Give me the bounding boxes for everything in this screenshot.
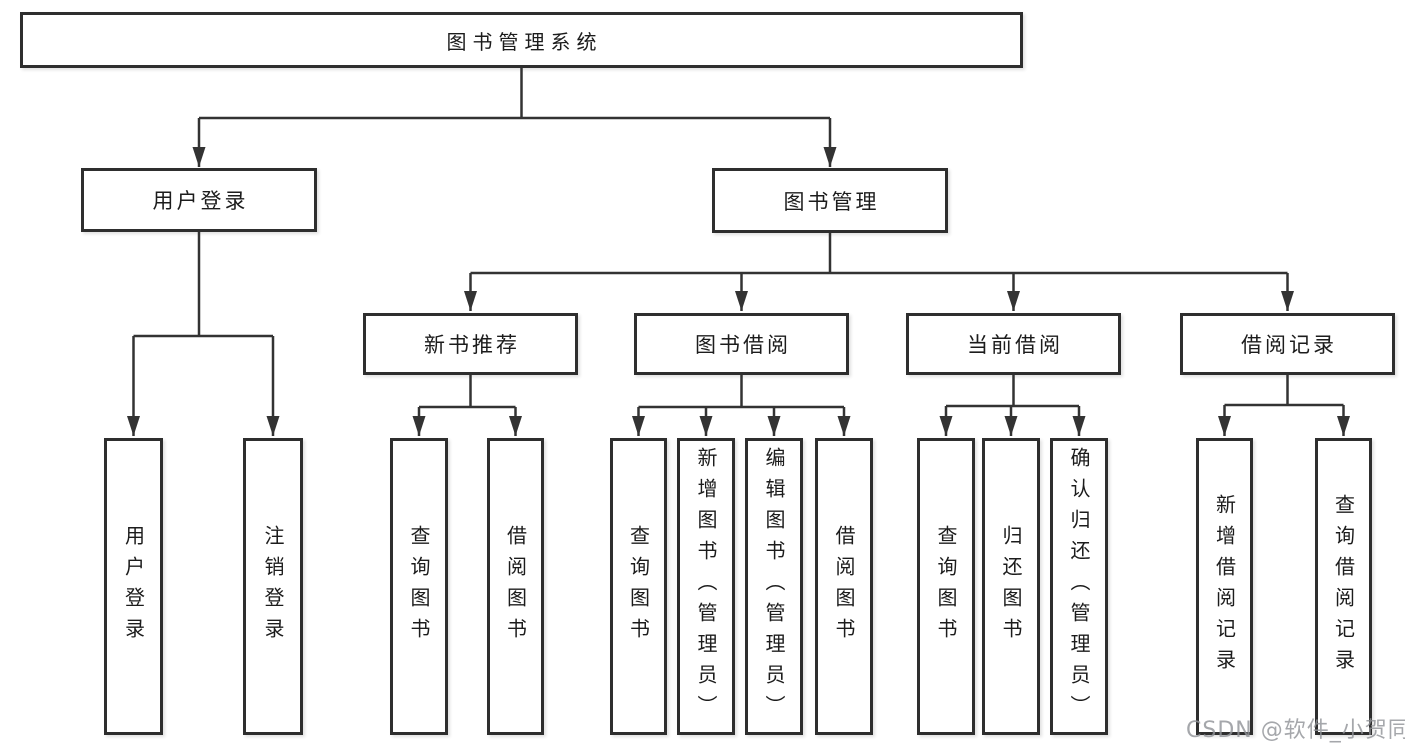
- connectors-root: [192, 68, 837, 167]
- node-label: 编辑图书（管理员）: [762, 447, 786, 726]
- node-label: 图书借阅: [695, 333, 791, 357]
- node-borrow-records: 借阅记录: [1180, 313, 1395, 375]
- leaf-logout: 注销登录: [243, 438, 303, 735]
- node-label: 查询图书: [407, 524, 431, 649]
- node-label: 归还图书: [999, 524, 1023, 649]
- leaf-add-borrow-record: 新增借阅记录: [1196, 438, 1253, 735]
- node-label: 借阅图书: [832, 524, 856, 649]
- node-label: 图书管理系统: [446, 29, 603, 54]
- node-user-login: 用户登录: [81, 168, 317, 232]
- connectors-new-book-recommend: [412, 375, 522, 436]
- node-label: 当前借阅: [967, 333, 1063, 357]
- node-new-book-recommend: 新书推荐: [363, 313, 578, 375]
- leaf-confirm-return-admin: 确认归还（管理员）: [1050, 438, 1108, 735]
- node-label: 图书管理: [783, 189, 880, 214]
- node-label: 用户登录: [152, 189, 249, 213]
- leaf-query-books-current: 查询图书: [917, 438, 975, 735]
- node-label: 新书推荐: [424, 333, 520, 357]
- node-label: 查询借阅记录: [1331, 493, 1356, 680]
- node-label: 借阅图书: [503, 524, 528, 649]
- leaf-user-login: 用户登录: [104, 438, 163, 735]
- node-label: 新增借阅记录: [1212, 493, 1237, 680]
- connectors-book-borrow: [632, 375, 851, 436]
- csdn-watermark: CSDN @软件_小贺同学: [1186, 718, 1405, 743]
- node-current-borrow: 当前借阅: [906, 313, 1121, 375]
- leaf-add-books-admin: 新增图书（管理员）: [677, 438, 735, 735]
- node-book-management: 图书管理: [712, 168, 948, 233]
- leaf-edit-books-admin: 编辑图书（管理员）: [745, 438, 803, 735]
- connectors-current-borrow: [939, 375, 1086, 436]
- leaf-borrow-books-recommend: 借阅图书: [487, 438, 544, 735]
- leaf-borrow-books: 借阅图书: [815, 438, 873, 735]
- connectors-user-login: [127, 232, 280, 436]
- node-label: 查询图书: [934, 524, 958, 649]
- leaf-query-borrow-record: 查询借阅记录: [1315, 438, 1372, 735]
- node-book-borrow: 图书借阅: [634, 313, 849, 375]
- connectors-borrow-records: [1218, 375, 1350, 436]
- node-library-management-system: 图书管理系统: [20, 12, 1023, 68]
- node-label: 新增图书（管理员）: [694, 447, 718, 726]
- connectors-book-management: [464, 233, 1294, 311]
- leaf-query-books-recommend: 查询图书: [390, 438, 448, 735]
- node-label: 借阅记录: [1241, 333, 1337, 357]
- leaf-query-books-borrow: 查询图书: [610, 438, 667, 735]
- node-label: 用户登录: [121, 524, 146, 649]
- leaf-return-books: 归还图书: [982, 438, 1040, 735]
- node-label: 注销登录: [261, 524, 285, 649]
- node-label: 查询图书: [626, 524, 651, 649]
- node-label: 确认归还（管理员）: [1067, 447, 1091, 726]
